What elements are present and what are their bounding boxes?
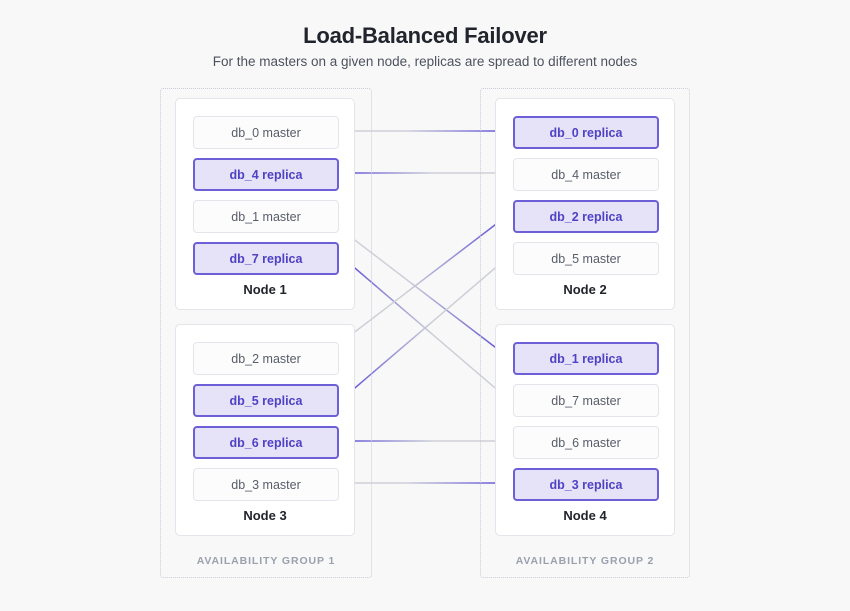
- db-box-db_0-replica[interactable]: db_0 replica: [513, 116, 659, 149]
- availability-group-1: AVAILABILITY GROUP 1: [160, 88, 372, 578]
- page-title: Load-Balanced Failover: [303, 23, 547, 48]
- node-card-node-2[interactable]: db_0 replica db_4 master db_2 replica db…: [495, 98, 675, 310]
- db-box-db_7-replica[interactable]: db_7 replica: [193, 242, 339, 275]
- db-box-db_6-master[interactable]: db_6 master: [513, 426, 659, 459]
- db-box-db_3-replica[interactable]: db_3 replica: [513, 468, 659, 501]
- db-box-db_0-master[interactable]: db_0 master: [193, 116, 339, 149]
- node-card-node-3[interactable]: db_2 master db_5 replica db_6 replica db…: [175, 324, 355, 536]
- db-box-db_3-master[interactable]: db_3 master: [193, 468, 339, 501]
- node-2-label: Node 2: [563, 282, 607, 297]
- db-box-db_6-replica[interactable]: db_6 replica: [193, 426, 339, 459]
- db-box-db_1-replica[interactable]: db_1 replica: [513, 342, 659, 375]
- db-box-db_5-replica[interactable]: db_5 replica: [193, 384, 339, 417]
- node-1-label: Node 1: [243, 282, 287, 297]
- node-4-label: Node 4: [563, 508, 607, 523]
- db-box-db_5-master[interactable]: db_5 master: [513, 242, 659, 275]
- node-3-label: Node 3: [243, 508, 287, 523]
- availability-group-1-label: AVAILABILITY GROUP 1: [196, 555, 336, 567]
- availability-group-2: AVAILABILITY GROUP 2: [480, 88, 690, 578]
- db-box-db_1-master[interactable]: db_1 master: [193, 200, 339, 233]
- page-subtitle: For the masters on a given node, replica…: [212, 54, 638, 69]
- db-box-db_4-master[interactable]: db_4 master: [513, 158, 659, 191]
- node-card-node-4[interactable]: db_1 replica db_7 master db_6 master db_…: [495, 324, 675, 536]
- db-box-db_7-master[interactable]: db_7 master: [513, 384, 659, 417]
- node-card-node-1[interactable]: db_0 master db_4 replica db_1 master db_…: [175, 98, 355, 310]
- db-box-db_4-replica[interactable]: db_4 replica: [193, 158, 339, 191]
- availability-group-2-label: AVAILABILITY GROUP 2: [515, 555, 655, 567]
- db-box-db_2-master[interactable]: db_2 master: [193, 342, 339, 375]
- db-box-db_2-replica[interactable]: db_2 replica: [513, 200, 659, 233]
